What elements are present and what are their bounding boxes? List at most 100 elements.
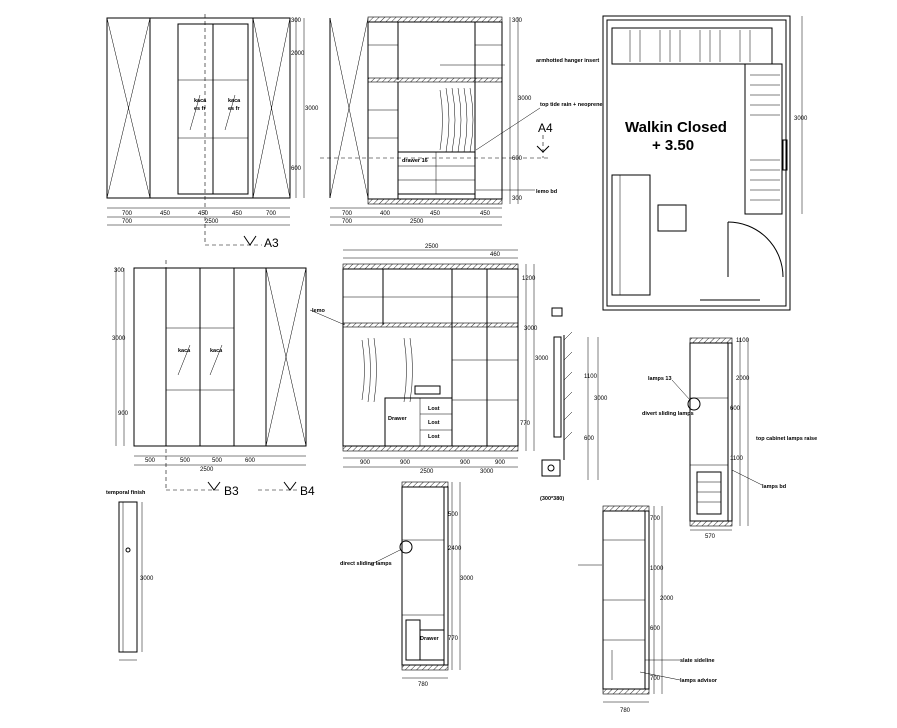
dim-tl-o0: 2500 — [205, 219, 219, 225]
dim-tl-o1: 700 — [122, 219, 133, 225]
plan-hangers-right — [750, 74, 780, 201]
panel-left: temporal finish 3000 — [106, 490, 154, 661]
dim-tm-b0: 700 — [342, 211, 353, 217]
detail-small-panel: (300*380) 1100 3000 600 — [540, 307, 608, 502]
svg-text:600: 600 — [584, 436, 595, 442]
elevation-top-left: kaca es fr kaca es fr 700 450 450 450 70… — [106, 14, 319, 250]
caption-panel-left: temporal finish — [106, 490, 146, 496]
note-drawer16: drawer 16 — [402, 158, 428, 164]
dim-bm-o0: 2500 — [420, 469, 434, 475]
dim-bm-b3: 900 — [495, 460, 506, 466]
note-dr-topcab: top cabinet lamps raise — [756, 436, 817, 442]
section-mark-a3: A3 — [264, 236, 279, 250]
dim-bm-t1: 460 — [490, 252, 501, 258]
svg-text:kaca: kaca — [210, 348, 223, 354]
plan-title-line1: Walkin Closed — [625, 119, 727, 136]
svg-text:lemo: lemo — [312, 308, 325, 314]
note-lemo: lemo bd — [536, 189, 557, 195]
dim-bl-r1: 3000 — [112, 336, 126, 342]
dim-tm-b1: 400 — [380, 211, 391, 217]
dim-tl-r2: 3000 — [305, 106, 319, 112]
elevation-bottom-left: kaca kaca 500 500 500 600 2500 300 3000 … — [112, 260, 315, 498]
elevation-top-mid: drawer 16 700 400 450 450 2500 700 300 3… — [320, 16, 603, 226]
dim-bm-o1: 3000 — [480, 469, 494, 475]
svg-text:kaca: kaca — [228, 98, 241, 104]
section-mark-b4: B4 — [300, 484, 315, 498]
floor-plan: Walkin Closed + 3.50 3000 — [602, 15, 808, 311]
dim-dr-r0: 1100 — [736, 338, 750, 344]
section-mark-a4: A4 — [538, 121, 553, 135]
dim-bm-r2: 3000 — [535, 356, 549, 362]
elevation-bottom-mid: Drawer Lost Lost Lost 2500 460 900 900 9… — [309, 244, 549, 475]
dim-sbr-r3: 600 — [650, 626, 661, 632]
note-sbr-lamps: lamps advisor — [680, 678, 718, 684]
note-hanger: armhotted hanger insert — [536, 58, 599, 64]
dim-tl-b1: 450 — [160, 211, 171, 217]
note-sbm-sliding: direct sliding lamps — [340, 561, 392, 567]
detail-right-section: lamps 13 divert sliding lamps top cabine… — [642, 337, 817, 540]
dim-bm-b1: 900 — [400, 460, 411, 466]
dim-bm-b2: 900 — [460, 460, 471, 466]
dim-tl-b4: 700 — [266, 211, 277, 217]
dim-sbm-r2: 3000 — [460, 576, 474, 582]
dim-sbr-r1: 1000 — [650, 566, 664, 572]
dim-tm-o0: 2500 — [410, 219, 424, 225]
dim-bl-b2: 500 — [212, 458, 223, 464]
dim-dr-r1: 2000 — [736, 376, 750, 382]
dim-sbm-r3: 770 — [448, 636, 459, 642]
svg-text:es fr: es fr — [194, 106, 206, 112]
note-bm-lost3: Lost — [428, 434, 440, 440]
dim-sbr-r4: 700 — [650, 676, 661, 682]
dim-bl-b3: 600 — [245, 458, 256, 464]
dim-panel-left: 3000 — [140, 576, 154, 582]
dim-sbm-b0: 780 — [418, 682, 429, 688]
note-dr-lamps13: lamps 13 — [648, 376, 672, 382]
plan-hangers-top — [629, 30, 751, 62]
note-bm-drawer: Drawer — [388, 416, 408, 422]
dim-tl-b2: 450 — [198, 211, 209, 217]
note-sbr-slate: slate sideline — [680, 658, 715, 664]
section-bottom-mid: direct sliding lamps Drawer 500 2400 300… — [340, 481, 474, 688]
dim-tm-o1: 700 — [342, 219, 353, 225]
note-top-tide: top tide rain + neoprene — [540, 102, 603, 108]
dim-tl-b0: 700 — [122, 211, 133, 217]
section-bottom-right: slate sideline lamps advisor 700 1000 20… — [578, 505, 718, 714]
dim-tm-b3: 450 — [480, 211, 491, 217]
note-bm-lost2: Lost — [428, 420, 440, 426]
note-bm-lost1: Lost — [428, 406, 440, 412]
dim-sbr-r0: 700 — [650, 516, 661, 522]
dim-bm-r0: 1200 — [522, 276, 536, 282]
dim-bm-r3: 770 — [520, 421, 531, 427]
dim-bm-t0: 2500 — [425, 244, 439, 250]
dim-tm-r3: 300 — [512, 196, 523, 202]
dim-dr-r3: 1100 — [730, 456, 744, 462]
dim-bl-b1: 500 — [180, 458, 191, 464]
svg-text:kaca: kaca — [178, 348, 191, 354]
svg-text:3000: 3000 — [594, 396, 608, 402]
dim-tm-b2: 450 — [430, 211, 441, 217]
note-dr-lampsbd: lamps bd — [762, 484, 786, 490]
dim-dr-b0: 570 — [705, 534, 716, 540]
dim-bm-r1: 3000 — [524, 326, 538, 332]
dim-tl-r0: 300 — [291, 18, 302, 24]
svg-text:kaca: kaca — [194, 98, 207, 104]
dim-tm-r2: 600 — [512, 156, 523, 162]
dim-dr-r2: 600 — [730, 406, 741, 412]
dim-sbr-r2: 2000 — [660, 596, 674, 602]
svg-text:es fr: es fr — [228, 106, 240, 112]
dim-bl-r2: 900 — [118, 411, 129, 417]
dim-tm-r1: 3000 — [518, 96, 532, 102]
dim-tl-b3: 450 — [232, 211, 243, 217]
dim-plan-right: 3000 — [794, 116, 808, 122]
dim-tl-r1: 2000 — [291, 51, 305, 57]
plan-title-line2: + 3.50 — [652, 137, 694, 154]
note-dr-divert: divert sliding lamps — [642, 411, 694, 417]
dim-tm-r0: 300 — [512, 18, 523, 24]
dim-bm-b0: 900 — [360, 460, 371, 466]
dim-bl-o0: 2500 — [200, 467, 214, 473]
dim-bl-r0: 300 — [114, 268, 125, 274]
section-mark-b3: B3 — [224, 484, 239, 498]
dim-sbm-r0: 500 — [448, 512, 459, 518]
